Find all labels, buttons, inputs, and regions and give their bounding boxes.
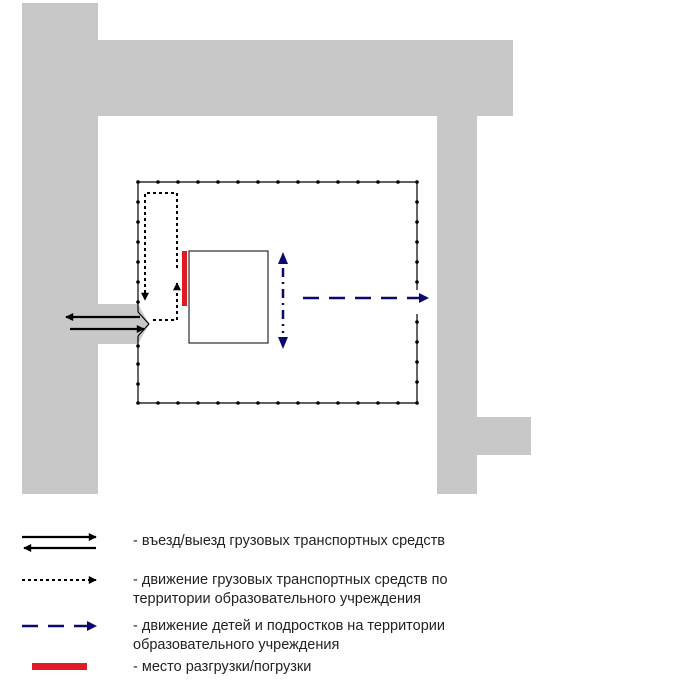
truck-entry-exit-arrows	[65, 313, 145, 333]
school-building	[188, 250, 269, 344]
legend-unloading-swatch	[32, 663, 87, 670]
legend-symbols	[22, 533, 97, 670]
truck-route	[141, 192, 181, 321]
unloading-place-marker	[182, 251, 187, 306]
children-route	[278, 252, 429, 349]
roads	[22, 3, 531, 494]
road-entrance-driveway	[98, 304, 149, 344]
fence-posts	[136, 180, 419, 405]
road-right-branch	[477, 417, 531, 455]
road-top-horizontal	[98, 40, 513, 116]
legend-children-movement-text-2: образовательного учреждения	[133, 637, 340, 653]
territory-fence	[137, 181, 418, 404]
legend-entry-exit-text: - въезд/выезд грузовых транспортных сред…	[133, 533, 445, 549]
road-left-vertical	[22, 3, 98, 494]
legend-children-movement-text-1: - движение детей и подростков на террито…	[133, 618, 445, 634]
road-right-vertical	[437, 116, 477, 494]
legend-truck-movement-text-2: территории образовательного учреждения	[133, 591, 421, 607]
legend-unloading-text: - место разгрузки/погрузки	[133, 659, 312, 675]
legend-truck-movement-text-1: - движение грузовых транспортных средств…	[133, 572, 448, 588]
